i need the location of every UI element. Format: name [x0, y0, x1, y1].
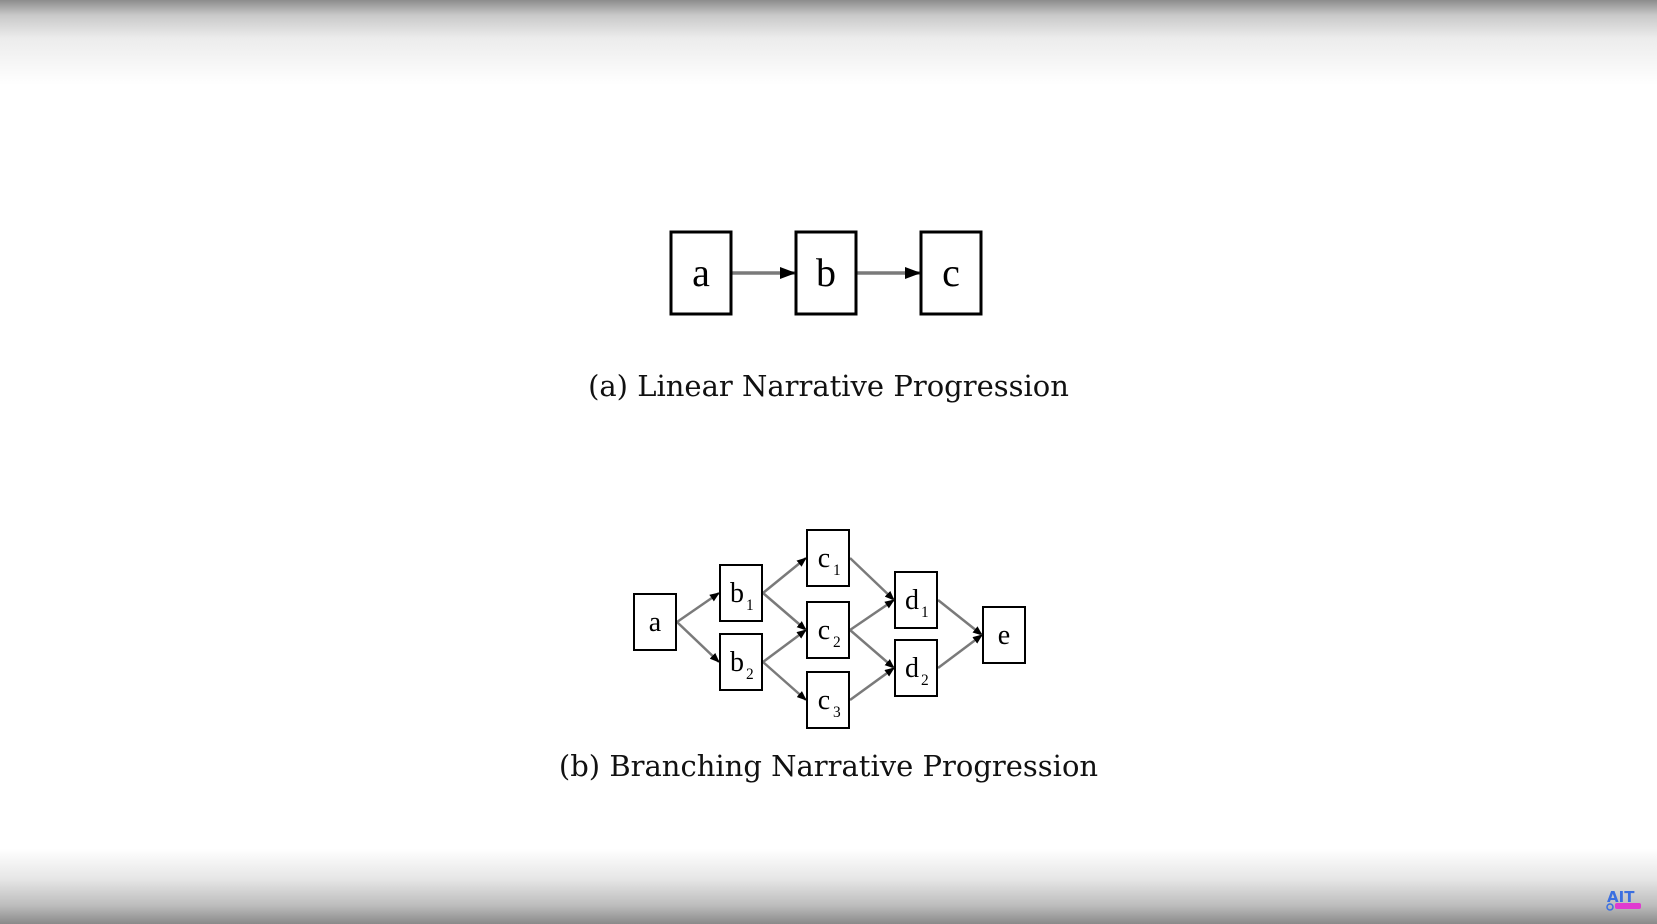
edge-a-b2: [676, 621, 720, 663]
edge-d2-e: [937, 634, 983, 669]
channel-logo-icon: AIT: [1606, 888, 1641, 911]
edge-c3-d2: [849, 666, 895, 702]
branching-caption: (b) Branching Narrative Progression: [558, 749, 1099, 783]
node-subscript: 1: [921, 604, 929, 621]
node-label: e: [998, 620, 1010, 651]
node-label: a: [692, 250, 710, 295]
node-e: e: [982, 606, 1026, 664]
node-box: [633, 593, 677, 651]
edge-b2-c2: [762, 628, 807, 664]
node-box: [794, 230, 858, 316]
node-label: c: [818, 615, 830, 646]
node-box: [669, 230, 733, 316]
edge-d1-e: [937, 599, 983, 636]
node-subscript: 1: [746, 597, 754, 614]
node-a: a: [669, 230, 733, 316]
node-subscript: 1: [833, 562, 841, 579]
edge-b2-c3: [762, 661, 807, 701]
node-box: [894, 571, 938, 629]
node-label: c: [942, 250, 960, 295]
node-b: b: [794, 230, 858, 316]
node-subscript: 2: [746, 666, 754, 683]
node-subscript: 2: [833, 634, 841, 651]
bottom-shade: [0, 849, 1657, 924]
edge-b1-c1: [762, 557, 807, 594]
node-label: a: [649, 607, 662, 638]
node-box: [894, 639, 938, 697]
top-shade: [0, 0, 1657, 85]
node-label: c: [818, 685, 830, 716]
node-box: [719, 564, 763, 622]
edge-c2-d2: [849, 629, 895, 669]
node-box: [806, 529, 850, 587]
node-label: d: [905, 585, 919, 616]
node-subscript: 2: [921, 672, 929, 689]
linear-caption: (a) Linear Narrative Progression: [588, 369, 1069, 403]
edge-a-b1: [676, 591, 720, 624]
node-label: b: [730, 647, 744, 678]
edge-c2-d1: [849, 598, 895, 632]
node-box: [919, 230, 983, 316]
node-label: b: [816, 250, 836, 295]
node-label: c: [818, 543, 830, 574]
node-c: c: [919, 230, 983, 316]
node-subscript: 3: [833, 704, 841, 721]
svg-text:AIT: AIT: [1607, 888, 1635, 906]
edge-c1-d1: [849, 557, 895, 601]
node-box: [719, 633, 763, 691]
linear-diagram: a b c: [669, 230, 983, 316]
node-label: b: [730, 578, 744, 609]
node-a: a: [633, 593, 677, 651]
edge-b1-c2: [762, 592, 807, 631]
node-box: [806, 601, 850, 659]
node-box: [982, 606, 1026, 664]
node-label: d: [905, 653, 919, 684]
node-box: [806, 671, 850, 729]
